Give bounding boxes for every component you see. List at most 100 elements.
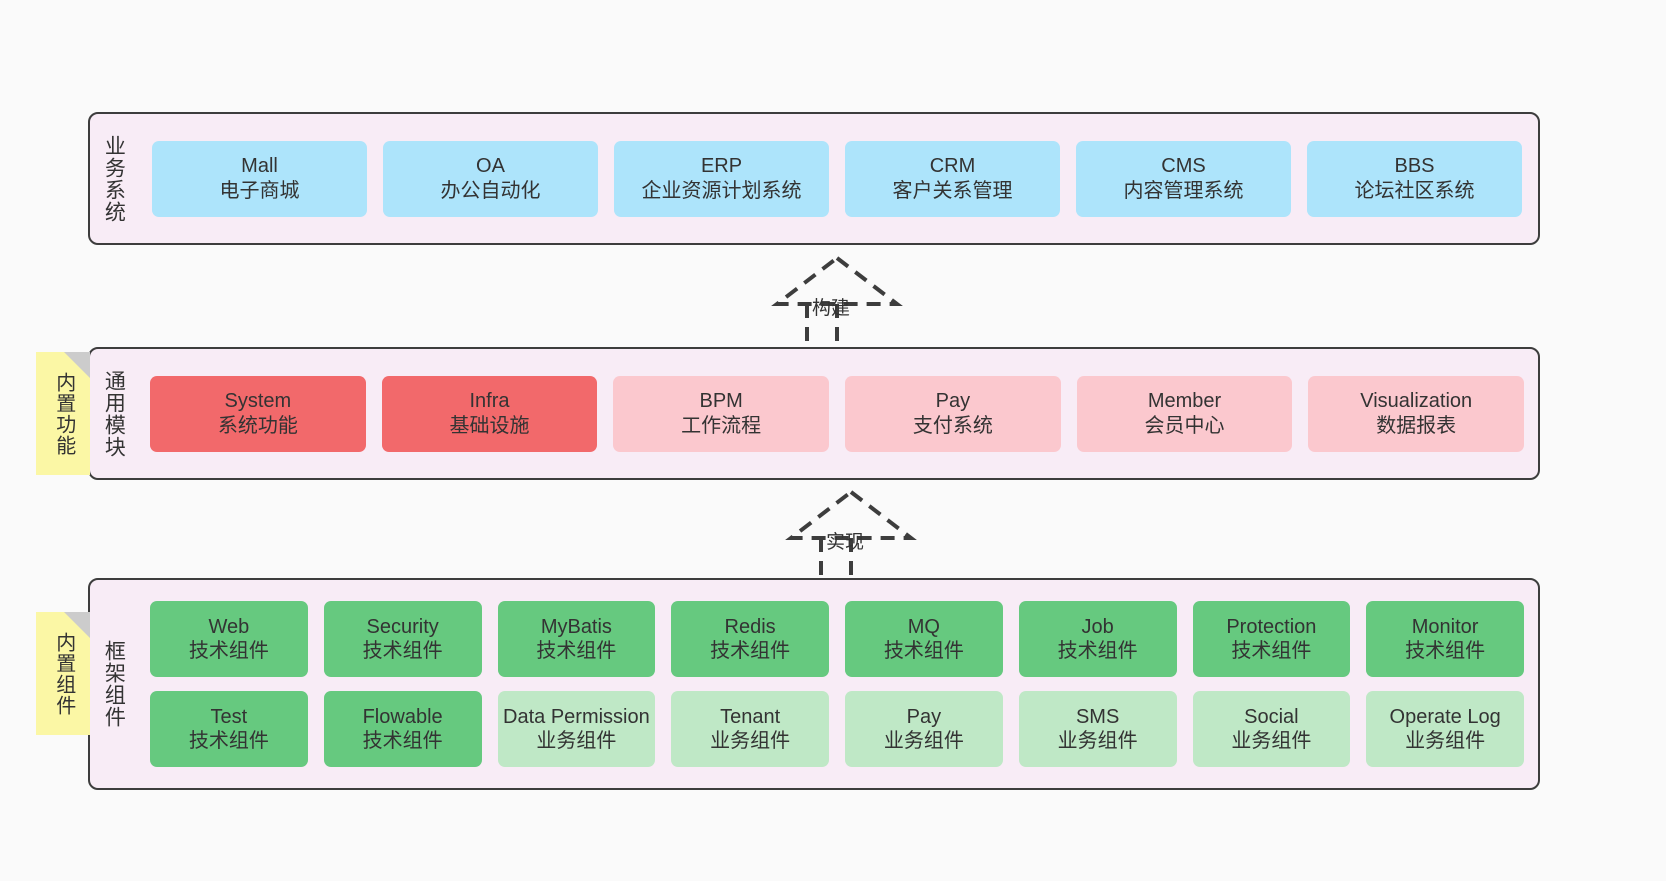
builtin-component-tag[interactable]: 内置组件: [36, 612, 90, 735]
layer-label-business-system: 业务系统: [102, 134, 126, 223]
node-title: Pay: [935, 390, 971, 413]
node-title: Social: [1244, 705, 1299, 728]
node-security[interactable]: Security 技术组件: [323, 601, 482, 677]
node-subtitle: 会员中心: [1144, 414, 1225, 437]
node-subtitle: 业务组件: [1405, 730, 1486, 752]
node-subtitle: 技术组件: [362, 640, 443, 662]
implement-arrow: 实现: [766, 486, 936, 586]
node-subtitle: 技术组件: [1405, 640, 1486, 662]
layer-framework-components: 框架组件 Web 技术组件 Security 技术组件 MyBatis 技术组件…: [88, 578, 1540, 790]
node-protection[interactable]: Protection 技术组件: [1192, 601, 1351, 677]
node-bbs[interactable]: BBS 论坛社区系统: [1307, 140, 1522, 217]
node-infra[interactable]: Infra 基础设施: [381, 375, 598, 452]
node-subtitle: 技术组件: [1057, 640, 1138, 662]
node-flowable[interactable]: Flowable 技术组件: [323, 691, 482, 767]
node-title: Member: [1147, 390, 1222, 413]
node-subtitle: 客户关系管理: [892, 179, 1013, 202]
page-fold-icon: [64, 612, 90, 638]
node-title: Flowable: [362, 705, 443, 728]
node-row: Mall 电子商城 OA 办公自动化 ERP 企业资源计划系统 CRM 客户关系…: [152, 140, 1522, 217]
node-subtitle: 内容管理系统: [1123, 179, 1244, 202]
node-mall[interactable]: Mall 电子商城: [152, 140, 367, 217]
node-crm[interactable]: CRM 客户关系管理: [845, 140, 1060, 217]
node-visualization[interactable]: Visualization 数据报表: [1308, 375, 1525, 452]
node-monitor[interactable]: Monitor 技术组件: [1366, 601, 1524, 677]
arrow-label: 实现: [826, 532, 865, 553]
layer-label-framework-components: 框架组件: [102, 640, 126, 728]
node-subtitle: 技术组件: [188, 730, 269, 752]
node-system[interactable]: System 系统功能: [150, 375, 366, 452]
node-erp[interactable]: ERP 企业资源计划系统: [614, 140, 829, 217]
node-subtitle: 系统功能: [217, 414, 298, 437]
node-bpm[interactable]: BPM 工作流程: [613, 375, 830, 452]
node-title: Redis: [724, 615, 776, 638]
node-title: System: [224, 390, 292, 413]
node-tenant[interactable]: Tenant 业务组件: [671, 691, 829, 767]
node-title: BBS: [1394, 155, 1435, 178]
node-subtitle: 企业资源计划系统: [641, 179, 802, 202]
node-redis[interactable]: Redis 技术组件: [671, 601, 829, 677]
node-sms[interactable]: SMS 业务组件: [1018, 691, 1177, 767]
node-title: Infra: [469, 390, 510, 413]
node-title: Mall: [241, 155, 278, 178]
node-row: Web 技术组件 Security 技术组件 MyBatis 技术组件 Redi…: [150, 601, 1524, 677]
node-test[interactable]: Test 技术组件: [150, 691, 308, 767]
node-title: CRM: [929, 155, 976, 178]
node-subtitle: 业务组件: [1231, 730, 1312, 752]
node-job[interactable]: Job 技术组件: [1018, 601, 1177, 677]
node-pay-module[interactable]: Pay 支付系统: [845, 375, 1061, 452]
tag-label: 内置组件: [52, 631, 75, 716]
node-social[interactable]: Social 业务组件: [1192, 691, 1351, 767]
layer-common-modules: 通用模块 System 系统功能 Infra 基础设施 BPM 工作流程 Pay…: [88, 347, 1540, 480]
node-subtitle: 技术组件: [188, 640, 269, 662]
node-title: Pay: [906, 705, 942, 728]
node-subtitle: 技术组件: [362, 730, 443, 752]
arrow-label: 构建: [812, 298, 851, 319]
node-subtitle: 办公自动化: [440, 179, 541, 202]
node-subtitle: 业务组件: [883, 730, 964, 752]
node-mybatis[interactable]: MyBatis 技术组件: [497, 601, 656, 677]
node-title: CMS: [1161, 155, 1206, 178]
layer-body-common-modules: System 系统功能 Infra 基础设施 BPM 工作流程 Pay 支付系统…: [136, 349, 1538, 478]
node-subtitle: 技术组件: [1231, 640, 1312, 662]
node-mq[interactable]: MQ 技术组件: [845, 601, 1003, 677]
node-title: Operate Log: [1389, 705, 1501, 728]
node-title: Web: [208, 615, 250, 638]
node-subtitle: 基础设施: [449, 414, 530, 437]
node-title: Tenant: [720, 705, 781, 728]
node-title: Test: [210, 705, 248, 728]
node-subtitle: 业务组件: [1057, 730, 1138, 752]
node-data-permission[interactable]: Data Permission 业务组件: [497, 691, 656, 767]
node-title: MQ: [907, 615, 940, 638]
node-web[interactable]: Web 技术组件: [150, 601, 308, 677]
layer-body-framework-components: Web 技术组件 Security 技术组件 MyBatis 技术组件 Redi…: [136, 580, 1538, 788]
node-pay-component[interactable]: Pay 业务组件: [845, 691, 1003, 767]
page-fold-icon: [64, 352, 90, 378]
node-title: ERP: [700, 155, 743, 178]
node-oa[interactable]: OA 办公自动化: [383, 140, 598, 217]
node-subtitle: 技术组件: [710, 640, 791, 662]
node-operate-log[interactable]: Operate Log 业务组件: [1366, 691, 1524, 767]
node-subtitle: 业务组件: [710, 730, 791, 752]
node-title: Security: [366, 615, 439, 638]
node-title: SMS: [1075, 705, 1120, 728]
node-subtitle: 技术组件: [883, 640, 964, 662]
node-title: OA: [476, 155, 505, 178]
tag-label: 内置功能: [52, 371, 75, 456]
node-subtitle: 支付系统: [912, 414, 993, 437]
node-title: Data Permission: [503, 705, 650, 728]
node-title: Job: [1081, 615, 1114, 638]
node-subtitle: 工作流程: [681, 414, 762, 437]
builtin-function-tag[interactable]: 内置功能: [36, 352, 90, 475]
node-title: MyBatis: [540, 615, 612, 638]
node-member[interactable]: Member 会员中心: [1076, 375, 1293, 452]
node-cms[interactable]: CMS 内容管理系统: [1076, 140, 1291, 217]
build-arrow: 构建: [752, 252, 922, 352]
node-title: Protection: [1226, 615, 1317, 638]
node-subtitle: 电子商城: [219, 179, 300, 202]
node-title: Monitor: [1411, 615, 1479, 638]
node-subtitle: 数据报表: [1376, 414, 1457, 437]
node-subtitle: 论坛社区系统: [1354, 179, 1475, 202]
node-row: Test 技术组件 Flowable 技术组件 Data Permission …: [150, 691, 1524, 767]
